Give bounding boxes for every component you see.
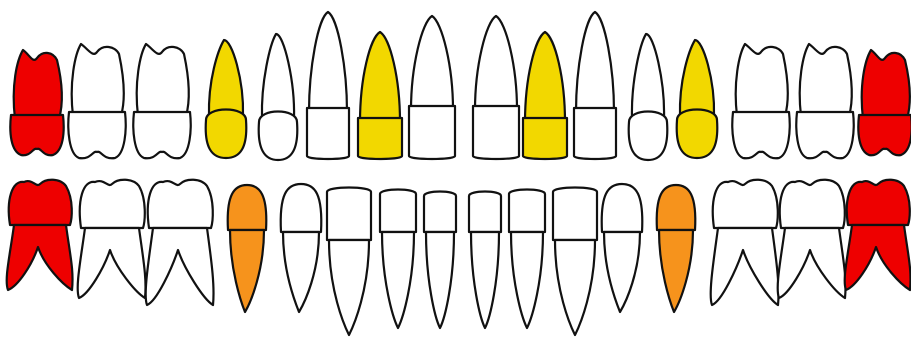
upper-tooth-3-part-b (133, 112, 190, 158)
upper-tooth-15 (796, 44, 853, 158)
upper-tooth-2-part-b (68, 112, 125, 158)
lower-tooth-13 (657, 185, 696, 312)
upper-tooth-9-part-b (473, 106, 519, 159)
upper-tooth-4 (206, 40, 247, 158)
upper-tooth-13-part-b (677, 110, 718, 159)
lower-tooth-11-part-a (553, 188, 597, 241)
upper-tooth-13-part-a (680, 40, 714, 116)
upper-tooth-12-part-a (632, 34, 664, 118)
lower-tooth-4 (228, 185, 267, 312)
upper-tooth-9-part-a (475, 16, 517, 110)
upper-tooth-12-part-b (629, 112, 668, 161)
upper-tooth-6-part-a (309, 12, 347, 112)
lower-tooth-6 (327, 188, 371, 336)
lower-tooth-4-part-b (230, 230, 264, 312)
lower-tooth-14-part-b (711, 228, 779, 305)
lower-tooth-15-part-b (778, 228, 846, 298)
upper-tooth-14-part-a (736, 44, 788, 116)
upper-tooth-5-part-a (262, 34, 294, 118)
lower-tooth-10-part-a (509, 190, 545, 233)
lower-tooth-8-part-a (424, 192, 456, 233)
upper-tooth-7 (358, 32, 402, 159)
upper-tooth-16 (858, 50, 911, 155)
upper-tooth-10-part-a (525, 32, 565, 122)
upper-tooth-15-part-b (796, 112, 853, 158)
lower-tooth-13-part-a (657, 185, 696, 230)
lower-tooth-9-part-b (471, 232, 499, 328)
lower-tooth-3-part-a (148, 180, 213, 228)
upper-tooth-14 (732, 44, 789, 158)
upper-tooth-10-part-b (523, 118, 567, 159)
upper-tooth-10 (523, 32, 567, 159)
lower-tooth-5-part-a (281, 184, 322, 232)
upper-tooth-1-part-a (14, 50, 62, 119)
upper-tooth-1-part-b (10, 115, 63, 155)
upper-tooth-6 (307, 12, 349, 159)
lower-tooth-4-part-a (228, 185, 267, 230)
upper-tooth-4-part-a (209, 40, 243, 116)
upper-tooth-8-part-b (409, 106, 455, 159)
upper-tooth-2-part-a (72, 44, 124, 116)
lower-tooth-7-part-a (380, 190, 416, 233)
lower-tooth-10 (509, 190, 545, 329)
lower-tooth-1-part-b (7, 225, 73, 290)
lower-tooth-16 (845, 180, 911, 290)
lower-tooth-9 (469, 192, 501, 329)
upper-tooth-11 (574, 12, 616, 159)
upper-arch (10, 12, 911, 160)
upper-tooth-8-part-a (411, 16, 453, 110)
lower-tooth-7-part-b (382, 232, 414, 328)
lower-tooth-6-part-a (327, 188, 371, 241)
upper-tooth-5-part-b (259, 112, 298, 161)
lower-tooth-9-part-a (469, 192, 501, 233)
lower-tooth-15-part-a (780, 180, 845, 228)
lower-tooth-10-part-b (511, 232, 543, 328)
lower-tooth-16-part-a (847, 180, 910, 225)
lower-tooth-6-part-b (329, 240, 369, 335)
upper-tooth-11-part-a (576, 12, 614, 112)
lower-tooth-1-part-a (9, 180, 72, 225)
lower-tooth-16-part-b (845, 225, 911, 290)
upper-tooth-13 (677, 40, 718, 158)
lower-tooth-11-part-b (555, 240, 595, 335)
upper-tooth-8 (409, 16, 455, 159)
upper-tooth-15-part-a (800, 44, 852, 116)
lower-tooth-14-part-a (713, 180, 778, 228)
lower-tooth-14 (711, 180, 779, 305)
upper-tooth-7-part-a (360, 32, 400, 122)
lower-tooth-3-part-b (146, 228, 214, 305)
lower-tooth-2-part-a (80, 180, 145, 228)
lower-tooth-12 (602, 184, 643, 312)
upper-tooth-9 (473, 16, 519, 159)
lower-tooth-2-part-b (78, 228, 146, 298)
upper-tooth-12 (629, 34, 668, 160)
upper-tooth-5 (259, 34, 298, 160)
lower-tooth-7 (380, 190, 416, 329)
lower-tooth-1 (7, 180, 73, 290)
upper-tooth-4-part-b (206, 110, 247, 159)
upper-tooth-7-part-b (358, 118, 402, 159)
upper-tooth-14-part-b (732, 112, 789, 158)
lower-tooth-2 (78, 180, 146, 298)
upper-tooth-3 (133, 44, 190, 158)
lower-tooth-12-part-a (602, 184, 643, 232)
upper-tooth-2 (68, 44, 125, 158)
lower-tooth-12-part-b (604, 232, 640, 312)
lower-tooth-8 (424, 192, 456, 329)
lower-tooth-15 (778, 180, 846, 298)
upper-tooth-16-part-b (858, 115, 911, 155)
lower-tooth-5 (281, 184, 322, 312)
lower-tooth-5-part-b (283, 232, 319, 312)
lower-tooth-3 (146, 180, 214, 305)
lower-arch (7, 180, 911, 335)
lower-tooth-8-part-b (426, 232, 454, 328)
upper-tooth-11-part-b (574, 108, 616, 159)
upper-tooth-16-part-a (862, 50, 910, 119)
lower-tooth-13-part-b (659, 230, 693, 312)
upper-tooth-3-part-a (137, 44, 189, 116)
upper-tooth-1 (10, 50, 63, 155)
upper-tooth-6-part-b (307, 108, 349, 159)
lower-tooth-11 (553, 188, 597, 336)
